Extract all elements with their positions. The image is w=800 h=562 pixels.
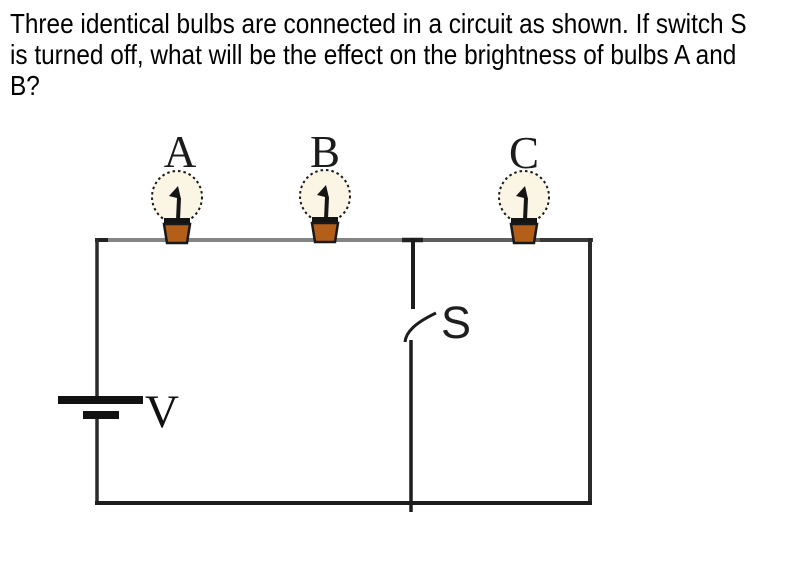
bulb-a-base: [162, 222, 192, 245]
question-line-3: B?: [10, 70, 40, 101]
bulb-b-collar: [312, 217, 338, 223]
question-line-1: Three identical bulbs are connected in a…: [10, 8, 747, 39]
bulb-a-collar: [164, 218, 190, 224]
bulb-b-label: B: [310, 127, 340, 177]
bulb-b-base: [310, 221, 340, 244]
bulb-c-label: C: [509, 128, 539, 178]
bulb-a-filament: [176, 197, 181, 221]
bulb-c-filament: [523, 197, 528, 221]
battery-label: V: [145, 386, 179, 438]
bulb-c-filament-tip: [516, 186, 528, 199]
bulb-a-label: A: [164, 127, 197, 177]
bulb-c: [498, 170, 550, 245]
question-text: Three identical bulbs are connected in a…: [10, 8, 800, 101]
bulb-b-filament-tip: [317, 185, 329, 198]
switch-blade: [403, 311, 437, 343]
bulb-c-collar: [511, 218, 537, 224]
bulb-a: [151, 170, 203, 245]
switch-branch: [403, 238, 437, 512]
battery-symbol: [58, 396, 143, 419]
bulb-a-filament-tip: [169, 186, 181, 199]
switch-label: S: [441, 297, 471, 348]
battery-short-plate: [83, 411, 119, 419]
bulb-c-base: [509, 222, 539, 245]
bulb-b-filament: [324, 196, 329, 220]
bulb-b: [299, 169, 351, 244]
question-line-2: is turned off, what will be the effect o…: [10, 39, 737, 70]
battery-long-plate: [58, 396, 143, 404]
